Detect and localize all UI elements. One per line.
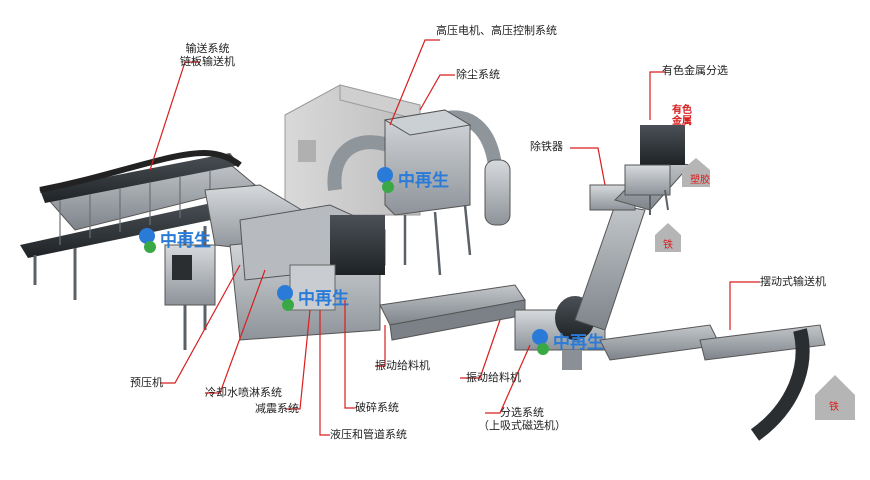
logo-text-4: 中再生 [553, 332, 604, 353]
label-vib-feeder-1: 振动给料机 [375, 359, 430, 372]
label-hydraulic: 液压和管道系统 [330, 428, 407, 441]
label-swing-conveyor: 摆动式输送机 [760, 275, 826, 288]
logo-text-2: 中再生 [298, 288, 349, 309]
label-sorting-group: 分选系统 （上吸式磁选机） [478, 406, 566, 432]
label-crushing: 破碎系统 [355, 401, 399, 414]
label-hv-motor: 高压电机、高压控制系统 [436, 24, 557, 37]
label-nonferrous-metal-2: 金属 [672, 116, 692, 127]
label-nonferrous-metal-1: 有色 [672, 105, 692, 116]
iron-tag-1: 铁 [663, 238, 673, 251]
label-vib-feeder-2: 振动给料机 [466, 371, 521, 384]
label-dust-removal: 除尘系统 [456, 68, 500, 81]
logo-text-1: 中再生 [160, 230, 211, 251]
label-nonferrous-metal: 有色 金属 [672, 105, 692, 127]
output-piles [655, 158, 855, 420]
label-iron-remover: 除铁器 [530, 140, 563, 153]
label-sorting-system: 分选系统 [500, 406, 544, 419]
callout-lines [149, 39, 760, 436]
logo-text-3: 中再生 [398, 170, 449, 191]
swing-conveyor [699, 324, 826, 441]
logo-1: 中再生 [139, 228, 211, 253]
dust-removal [327, 109, 511, 276]
logo-3: 中再生 [377, 167, 449, 193]
incline-conveyor [574, 125, 691, 331]
plastic-tag: 塑胶 [690, 173, 710, 186]
iron-tag-2: 铁 [829, 400, 839, 413]
label-damping: 减震系统 [255, 402, 299, 415]
label-conveyor-group: 输送系统 链板输送机 [180, 42, 235, 68]
label-conveyor: 输送系统 [185, 42, 230, 55]
label-cooling-spray: 冷却水喷淋系统 [205, 386, 282, 399]
label-overband-magnet: （上吸式磁选机） [478, 419, 566, 432]
crusher [229, 204, 386, 341]
vibratory-feeder-1 [379, 284, 526, 341]
chain-conveyor [20, 150, 257, 350]
logo-4: 中再生 [532, 329, 604, 355]
label-nonferrous-sorting: 有色金属分选 [662, 64, 728, 77]
logo-2: 中再生 [277, 285, 349, 311]
label-chain-conveyor: 链板输送机 [180, 55, 235, 68]
label-prepress: 预压机 [130, 376, 163, 389]
